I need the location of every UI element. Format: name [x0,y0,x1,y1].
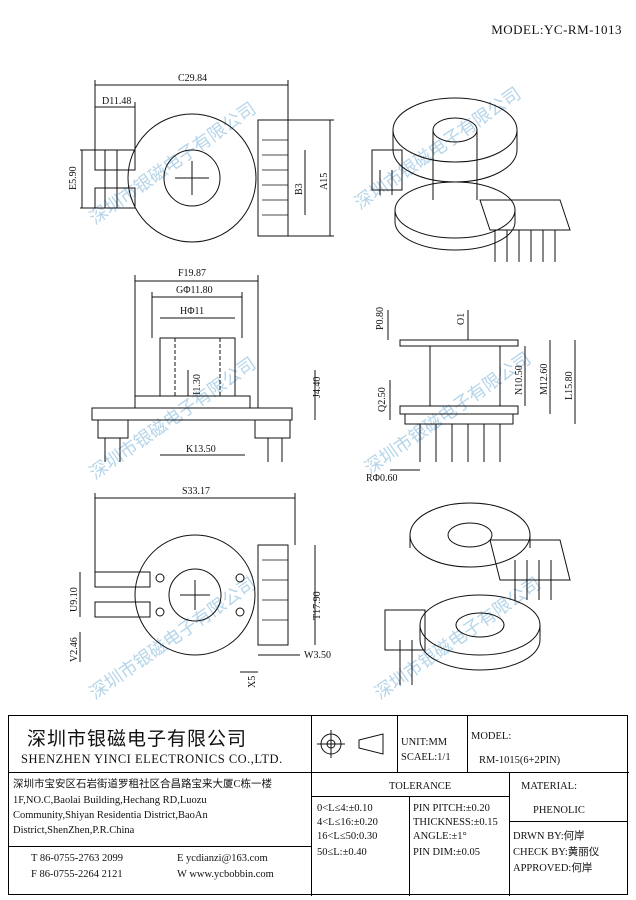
dim-o: O1 [456,313,467,325]
projection-symbol-icon [317,730,384,758]
watermark: 深圳市银磁电子有限公司 [86,353,260,484]
model-label: MODEL: [471,731,512,742]
tolerance-right: PIN PITCH:±0.20 [413,803,490,814]
email: E ycdianzi@163.com [177,853,268,864]
tolerance-left: 0<L≤4:±0.10 [317,803,373,814]
top-view: C29.84 D11.48 E5.90 B3 A15 [68,73,334,243]
watermark: 深圳市银磁电子有限公司 [86,573,260,704]
watermark: 深圳市银磁电子有限公司 [86,98,260,229]
unit: UNIT:MM [401,737,448,748]
company-name-en: SHENZHEN YINCI ELECTRONICS CO.,LTD. [21,752,283,766]
dim-k: K13.50 [186,444,216,455]
tolerance-right: ANGLE:±1° [413,831,467,842]
tolerance-title: TOLERANCE [389,781,452,792]
title-block: 深圳市银磁电子有限公司 SHENZHEN YINCI ELECTRONICS C… [8,715,629,896]
dim-j: J4.40 [312,377,323,398]
dim-d: D11.48 [102,96,131,107]
dim-w: W3.50 [304,650,331,661]
checked-by: CHECK BY:黄丽仪 [513,847,600,858]
dim-h: HΦ11 [180,306,204,317]
dim-l: L15.80 [564,371,575,400]
dim-u: U9.10 [69,587,80,612]
address-cn: 深圳市宝安区石岩街道罗租社区合昌路宝来大厦C栋一楼 [13,779,273,790]
bottom-view: S33.17 T17.90 U9.10 V2.46 W3.50 X5 [69,486,331,688]
material-label: MATERIAL: [521,781,577,792]
watermark: 深圳市银磁电子有限公司 [371,573,545,704]
iso-view-bottom [384,502,571,685]
side-view: P0.80 O1 N10.50 M12.60 L15.80 Q2.50 RΦ0.… [366,307,576,484]
tolerance-left: 50≤L:±0.40 [317,847,367,858]
address-en-line: Community,Shiyan Residentia District,Bao… [13,810,208,821]
dim-i: I1.30 [192,374,203,395]
dim-n: N10.50 [514,365,525,395]
technical-drawing: 深圳市银磁电子有限公司 深圳市银磁电子有限公司 深圳市银磁电子有限公司 深圳市银… [68,73,576,704]
dim-e: E5.90 [68,166,79,190]
dim-a: A15 [319,173,330,190]
dim-q: Q2.50 [377,387,388,412]
telephone: T 86-0755-2763 2099 [31,853,123,864]
dim-p: P0.80 [375,307,386,330]
scale: SCAEL:1/1 [401,752,451,763]
dim-v: V2.46 [69,637,80,662]
address-en-line: District,ShenZhen,P.R.China [13,825,135,836]
website: W www.ycbobbin.com [177,869,274,880]
material-value: PHENOLIC [533,805,585,816]
model-value: RM-1015(6+2PIN) [479,755,561,766]
model-header: MODEL:YC-RM-1013 [491,22,622,37]
dim-g: GΦ11.80 [176,285,213,296]
iso-view-top [371,97,571,262]
dim-f: F19.87 [178,268,206,279]
dim-r: RΦ0.60 [366,473,397,484]
dim-c: C29.84 [178,73,207,84]
tolerance-left: 4<L≤16:±0.20 [317,817,378,828]
dim-b: B3 [294,183,305,195]
address-en-line: 1F,NO.C,Baolai Building,Hechang RD,Luozu [13,795,207,806]
fax: F 86-0755-2264 2121 [31,869,123,880]
dim-s: S33.17 [182,486,210,497]
tolerance-right: PIN DIM:±0.05 [413,847,481,858]
company-name-cn: 深圳市银磁电子有限公司 [27,728,248,750]
tolerance-left: 16<L≤50:0.30 [317,831,378,842]
approved-by: APPROVED:何岸 [513,863,593,874]
watermark: 深圳市银磁电子有限公司 [351,83,525,214]
front-view: F19.87 GΦ11.80 HΦ11 I1.30 J4.40 K13.50 [91,268,323,462]
dim-t: T17.90 [312,591,323,620]
drawn-by: DRWN BY:何岸 [513,831,585,842]
dim-x: X5 [247,676,258,688]
tolerance-right: THICKNESS:±0.15 [413,817,498,828]
dim-m: M12.60 [539,364,550,395]
